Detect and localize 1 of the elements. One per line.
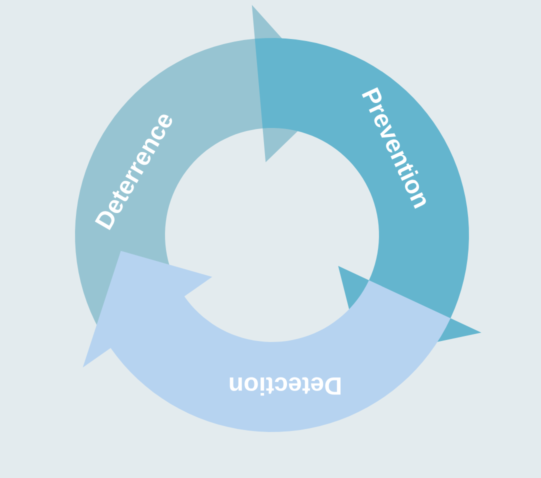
arrow-band: Detection	[82, 250, 451, 432]
